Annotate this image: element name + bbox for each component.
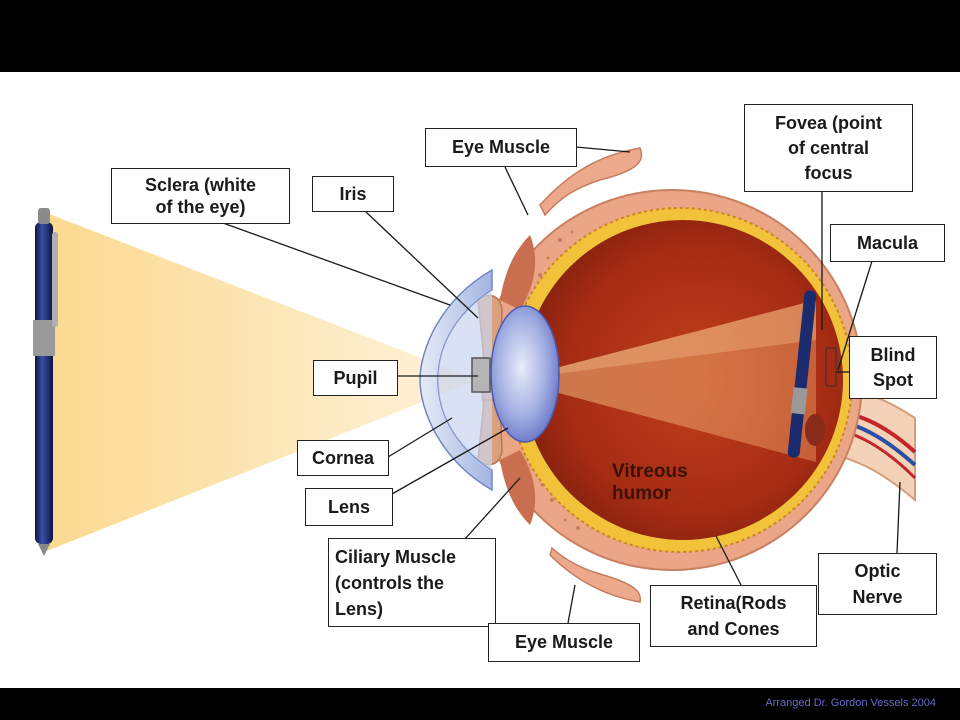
light-rays-inside bbox=[510, 300, 816, 462]
ciliary-body-bottom bbox=[500, 450, 536, 525]
label-cornea: Cornea bbox=[297, 440, 389, 476]
top-black-bar bbox=[0, 0, 960, 72]
label-iris: Iris bbox=[312, 176, 394, 212]
credit-text: Arranged Dr. Gordon Vessels 2004 bbox=[765, 697, 936, 709]
label-pupil: Pupil bbox=[313, 360, 398, 396]
blind-spot-shape bbox=[805, 414, 825, 446]
pupil-shape bbox=[471, 357, 491, 393]
lens-shape bbox=[490, 305, 560, 443]
label-fovea: Fovea (point of central focus bbox=[744, 104, 913, 192]
label-retina: Retina(Rods and Cones bbox=[650, 585, 817, 647]
eye-muscle-bottom-shape bbox=[549, 546, 642, 603]
leader-lines bbox=[222, 146, 901, 624]
ciliary-body-top bbox=[500, 235, 536, 310]
label-eye-muscle-bottom: Eye Muscle bbox=[488, 623, 640, 662]
label-lens: Lens bbox=[305, 488, 393, 526]
bottom-black-bar: Arranged Dr. Gordon Vessels 2004 bbox=[0, 688, 960, 720]
eye-muscle-top-shape bbox=[539, 147, 643, 217]
vitreous-humor-label: Vitreous humor bbox=[612, 461, 693, 504]
label-optic-nerve: Optic Nerve bbox=[818, 553, 937, 615]
light-beam bbox=[44, 212, 478, 552]
label-sclera: Sclera (white of the eye) bbox=[111, 168, 290, 224]
label-eye-muscle-top: Eye Muscle bbox=[425, 128, 577, 167]
label-blind-spot: Blind Spot bbox=[849, 336, 937, 399]
label-ciliary-muscle: Ciliary Muscle (controls the Lens) bbox=[328, 538, 496, 627]
pen-object bbox=[33, 208, 58, 556]
label-macula: Macula bbox=[830, 224, 945, 262]
